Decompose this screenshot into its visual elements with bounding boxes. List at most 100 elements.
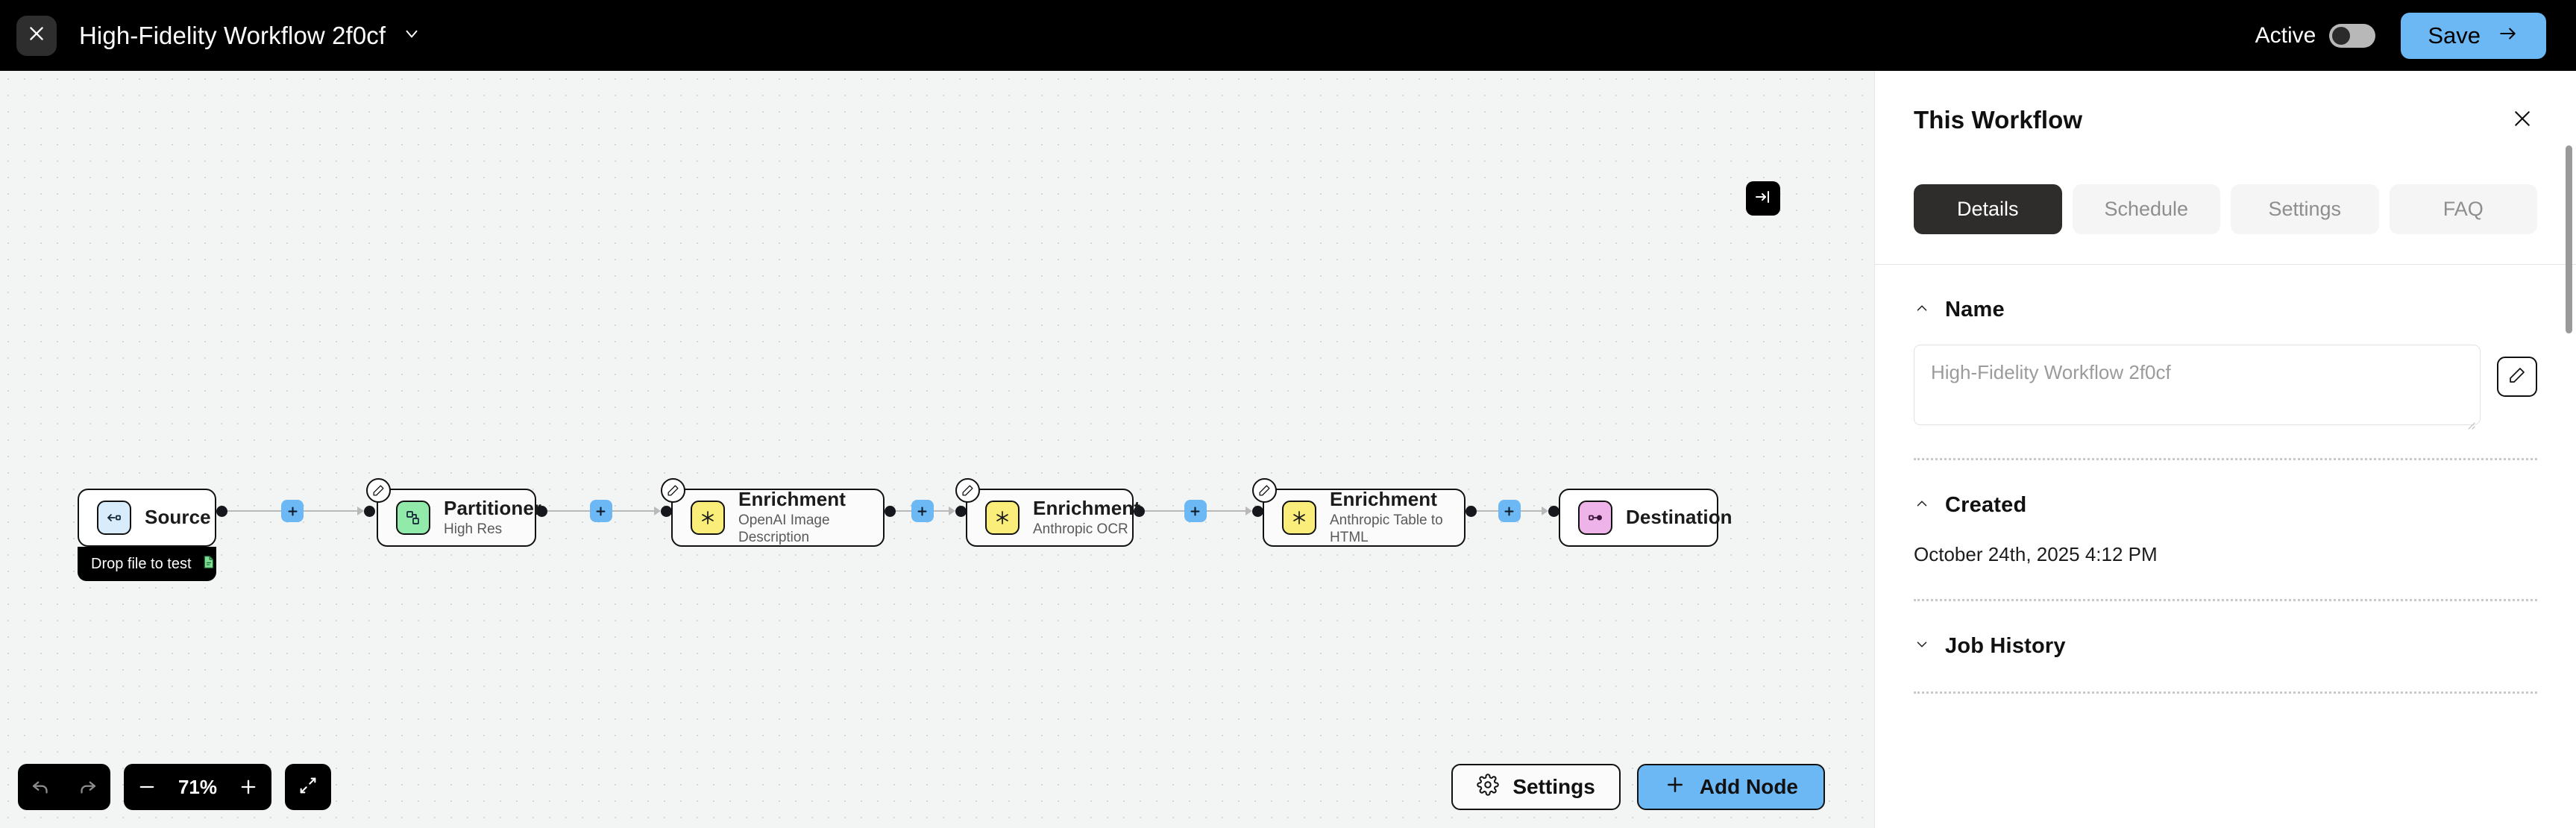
section-job-history: Job History <box>1914 601 2537 694</box>
top-bar-actions: Active Save <box>2255 12 2546 59</box>
document-icon <box>201 554 216 574</box>
collapse-panel-button[interactable] <box>1746 181 1780 216</box>
add-node-on-edge-button[interactable] <box>281 500 304 522</box>
drop-file-tooltip[interactable]: Drop file to test <box>78 547 216 581</box>
flow-graph: Source Drop file to test <box>0 71 1874 828</box>
edge-enrichment1-enrichment2 <box>885 496 967 526</box>
save-button[interactable]: Save <box>2401 12 2546 59</box>
edge-line <box>1477 509 1498 512</box>
add-node-on-edge-button[interactable] <box>1184 500 1207 522</box>
tab-settings[interactable]: Settings <box>2231 184 2379 234</box>
edit-name-button[interactable] <box>2497 357 2537 397</box>
workflow-title: High-Fidelity Workflow 2f0cf <box>79 21 386 49</box>
node-text: Destination <box>1626 506 1732 528</box>
edge-line <box>933 509 949 512</box>
node-subtitle: Anthropic Table to HTML <box>1330 512 1443 546</box>
section-name-title: Name <box>1945 298 2005 322</box>
tab-schedule[interactable]: Schedule <box>2072 184 2220 234</box>
zoom-controls: 71% <box>124 764 271 810</box>
edge-endpoint-dot <box>216 505 227 517</box>
close-icon <box>2511 107 2533 134</box>
section-job-history-title: Job History <box>1945 634 2066 658</box>
workflow-title-dropdown-button[interactable] <box>402 24 421 47</box>
node-source[interactable]: Source <box>78 489 216 547</box>
edge-enrichment2-enrichment3 <box>1134 496 1263 526</box>
node-title: Enrichment <box>738 488 846 511</box>
canvas-action-toolbar: Settings Add Node <box>1451 764 1825 810</box>
close-workflow-button[interactable] <box>16 15 57 56</box>
add-node-button[interactable]: Add Node <box>1636 764 1825 810</box>
node-text: Source <box>145 506 211 528</box>
active-toggle-group: Active <box>2255 23 2376 48</box>
node-enrichment-anthropic-table-to-html[interactable]: Enrichment Anthropic Table to HTML <box>1252 478 1466 547</box>
node-enrichment-openai-image-description[interactable]: Enrichment OpenAI Image Description <box>661 478 885 547</box>
edit-node-badge[interactable] <box>1252 478 1277 503</box>
edge-endpoint-dot <box>661 505 672 517</box>
node-title: Source <box>145 506 211 529</box>
fit-view-controls <box>285 764 331 810</box>
edge-line <box>896 509 911 512</box>
edge-line <box>227 509 281 512</box>
tab-faq[interactable]: FAQ <box>2389 184 2537 234</box>
created-date-value: October 24th, 2025 4:12 PM <box>1914 543 2158 565</box>
active-label: Active <box>2255 22 2316 48</box>
undo-button[interactable] <box>18 764 64 810</box>
settings-button-label: Settings <box>1512 775 1595 798</box>
node-text: Enrichment Anthropic Table to HTML <box>1330 489 1446 547</box>
section-created-header[interactable]: Created <box>1914 493 2537 518</box>
tab-details[interactable]: Details <box>1914 184 2062 234</box>
section-name-header[interactable]: Name <box>1914 298 2537 322</box>
node-destination[interactable]: Destination <box>1559 489 1732 547</box>
fit-to-screen-icon <box>298 775 318 800</box>
node-enrichment-anthropic-ocr[interactable]: Enrichment Anthropic OCR <box>955 478 1140 547</box>
workflow-name-input[interactable]: High-Fidelity Workflow 2f0cf <box>1914 345 2481 430</box>
zoom-in-button[interactable] <box>225 764 271 810</box>
edge-endpoint-dot <box>955 505 967 517</box>
edit-node-badge[interactable] <box>661 478 685 503</box>
top-bar: High-Fidelity Workflow 2f0cf Active Save <box>0 0 2576 71</box>
add-node-on-edge-button[interactable] <box>1498 500 1521 522</box>
panel-scrollbar[interactable] <box>2566 145 2572 333</box>
settings-button[interactable]: Settings <box>1451 764 1621 810</box>
resize-handle-icon[interactable] <box>2465 411 2475 430</box>
add-node-on-edge-button[interactable] <box>589 500 612 522</box>
edge-endpoint-dot <box>364 505 375 517</box>
editor-body: Source Drop file to test <box>0 71 2576 828</box>
node-partitioner[interactable]: Partitioner High Res <box>366 478 541 547</box>
close-icon <box>27 24 46 47</box>
section-created: Created October 24th, 2025 4:12 PM <box>1914 460 2537 601</box>
name-field-row: High-Fidelity Workflow 2f0cf <box>1914 345 2537 430</box>
node-title: Enrichment <box>1033 496 1141 519</box>
panel-header: This Workflow <box>1875 71 2576 135</box>
history-controls <box>18 764 110 810</box>
node-text: Enrichment OpenAI Image Description <box>738 489 865 547</box>
pencil-icon <box>2508 366 2526 388</box>
edge-line <box>547 509 590 512</box>
fit-to-screen-button[interactable] <box>285 764 331 810</box>
arrow-to-bar-right-icon <box>1754 188 1772 210</box>
edge-arrowhead <box>654 506 661 515</box>
arrow-right-icon <box>2497 22 2519 49</box>
edge-arrowhead <box>1542 506 1548 515</box>
chevron-up-icon <box>1914 300 1930 320</box>
edit-node-badge[interactable] <box>366 478 391 503</box>
workflow-canvas[interactable]: Source Drop file to test <box>0 71 1874 828</box>
edge-partitioner-enrichment1 <box>536 496 672 526</box>
active-toggle[interactable] <box>2329 23 2376 48</box>
workflow-details-panel: This Workflow Details Schedule Settings … <box>1874 71 2576 828</box>
section-created-title: Created <box>1945 493 2027 517</box>
edge-arrowhead <box>357 506 364 515</box>
panel-divider <box>1875 264 2576 265</box>
edit-node-badge[interactable] <box>955 478 980 503</box>
gear-icon <box>1477 773 1500 801</box>
toggle-knob <box>2332 26 2351 45</box>
node-subtitle: OpenAI Image Description <box>738 512 830 546</box>
panel-close-button[interactable] <box>2507 105 2537 135</box>
edge-line <box>1520 509 1542 512</box>
panel-tabs: Details Schedule Settings FAQ <box>1875 184 2576 234</box>
redo-button[interactable] <box>64 764 110 810</box>
add-node-on-edge-button[interactable] <box>911 500 934 522</box>
zoom-out-button[interactable] <box>124 764 170 810</box>
workflow-name-value: High-Fidelity Workflow 2f0cf <box>1931 361 2171 383</box>
section-job-history-header[interactable]: Job History <box>1914 634 2537 659</box>
